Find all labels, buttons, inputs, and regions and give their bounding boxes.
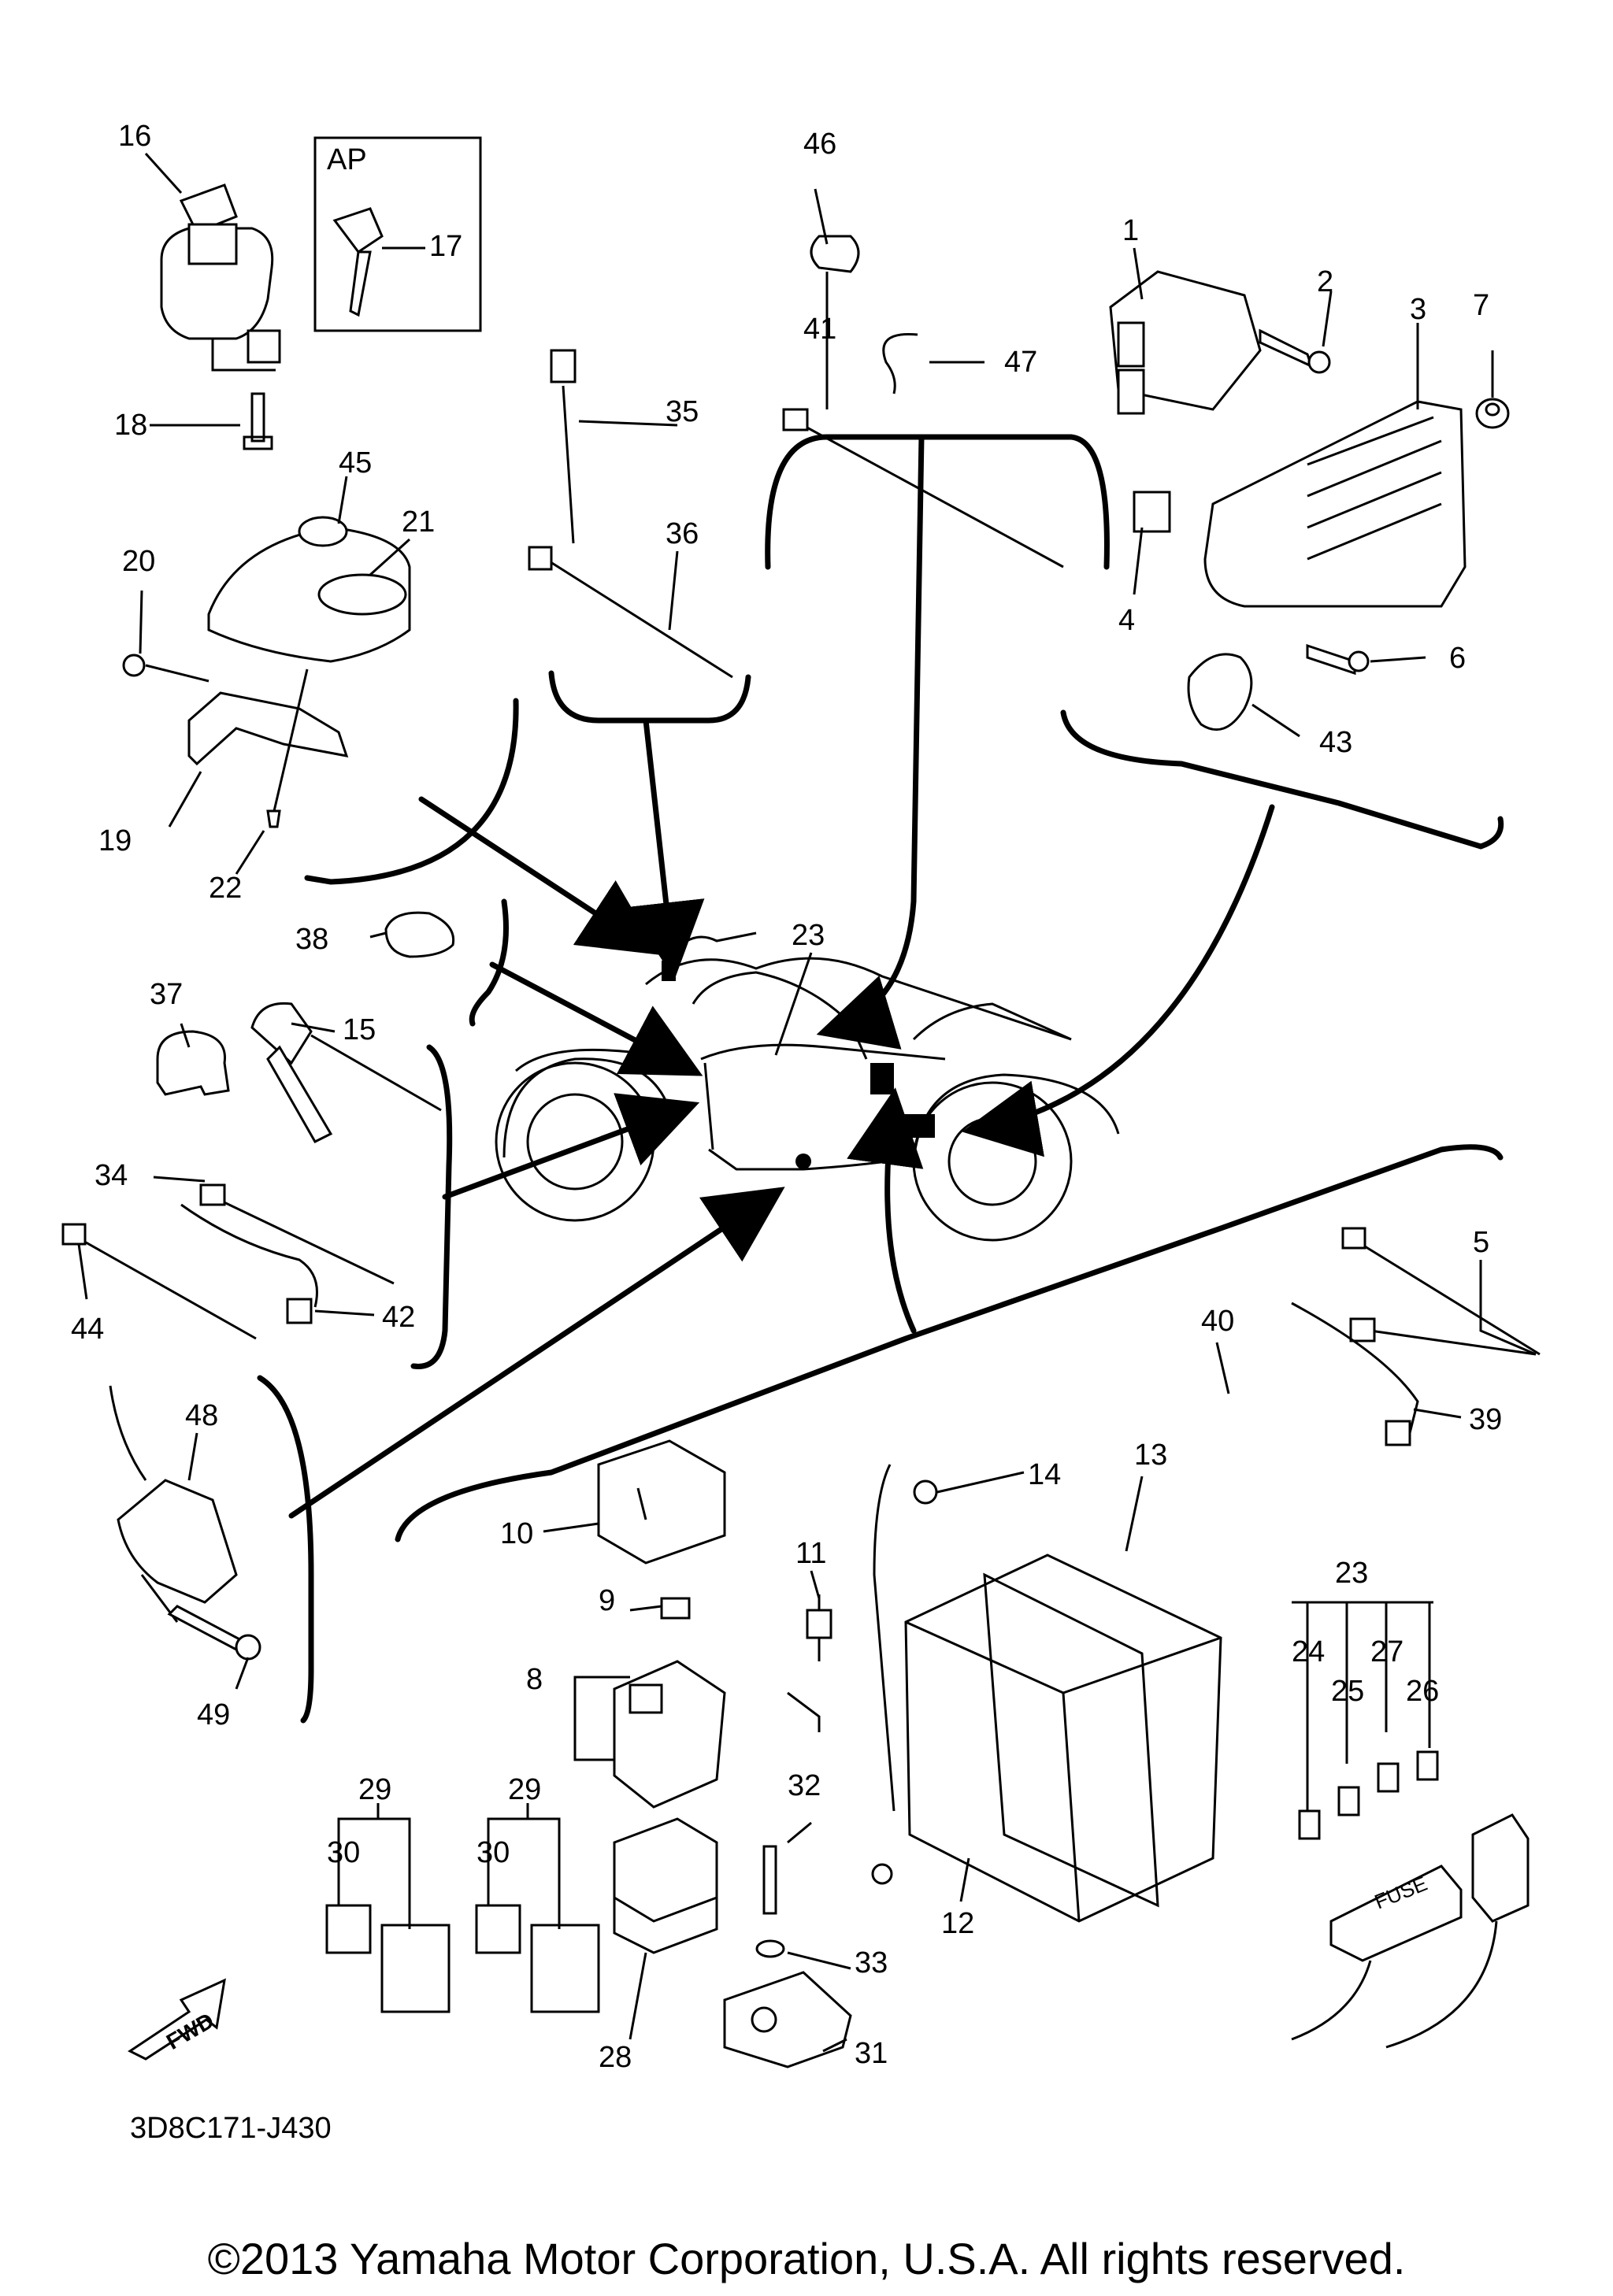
starter-relay-8 [613,1660,726,1809]
callout-37: 37 [150,978,183,1011]
bracket-ignition-group [304,698,519,885]
callout-5: 5 [1473,1226,1489,1259]
relay-28 [613,1817,718,1954]
callout-14: 14 [1028,1458,1061,1491]
bracket-clips-group [765,434,1110,570]
diagram-code: 3D8C171-J430 [130,2112,332,2145]
callout-9: 9 [599,1584,615,1617]
callout-40: 40 [1201,1305,1234,1338]
pump-48 [117,1479,238,1623]
clamp-38 [384,911,455,958]
callout-44: 44 [71,1313,104,1346]
key-cover [207,526,411,663]
callout-3: 3 [1410,293,1426,326]
callout-23-bike: 23 [792,919,825,952]
callout-26: 26 [1406,1675,1439,1708]
fwd-arrow [128,1978,226,2061]
callout-22: 22 [209,872,242,905]
callout-10: 10 [500,1517,533,1550]
callout-28: 28 [599,2041,632,2074]
callout-39: 39 [1469,1403,1502,1436]
callout-32: 32 [788,1769,821,1802]
callout-35: 35 [666,395,699,428]
callout-30-left: 30 [327,1836,360,1869]
bracket-sensor-group [469,898,509,1027]
callout-2: 2 [1317,265,1333,298]
main-switch [160,183,281,372]
callout-36: 36 [666,517,699,550]
callout-23-fuse: 23 [1335,1557,1368,1590]
callout-17: 17 [429,230,462,263]
key-inset [313,136,482,332]
callout-43: 43 [1319,726,1352,759]
sensor-31 [723,1971,852,2068]
callout-11: 11 [795,1537,826,1570]
rectifier-regulator [1109,270,1262,415]
relay-29-right [475,1904,600,2013]
bracket-rectifier-group [1060,709,1504,850]
battery-12 [904,1554,1222,1923]
callout-19: 19 [98,824,132,857]
callout-7: 7 [1473,289,1489,322]
bracket-19 [187,691,349,766]
callout-25: 25 [1331,1675,1364,1708]
callout-18: 18 [114,409,147,442]
cover-3 [1203,400,1467,608]
fuse-box [1291,1601,1530,2049]
callout-4: 4 [1118,604,1135,637]
bracket-fuel-group [257,1375,314,1724]
callout-labels: 16 AP 17 18 45 21 20 19 22 46 41 47 1 2 … [71,120,1502,2145]
callout-29-right: 29 [508,1773,541,1806]
callout-13: 13 [1134,1439,1167,1472]
callout-34: 34 [95,1159,128,1192]
callout-31: 31 [855,2037,888,2070]
callout-15: 15 [343,1013,376,1046]
callout-42: 42 [382,1301,415,1334]
bracket-electrical-group [395,1144,1504,1542]
sensor-15 [250,1002,442,1143]
relay-cover-10 [597,1439,726,1565]
label-4 [1133,491,1171,533]
callout-20: 20 [122,545,155,578]
callout-1: 1 [1122,214,1139,247]
callout-45: 45 [339,446,372,480]
callout-24: 24 [1292,1635,1325,1668]
band-35 [562,385,575,544]
callout-29-left: 29 [358,1773,391,1806]
callout-12: 12 [941,1907,974,1940]
clamp-37 [156,1030,230,1096]
inset-label: AP [327,143,367,176]
callout-49: 49 [197,1698,230,1731]
callout-46: 46 [803,128,836,161]
callout-41: 41 [803,313,836,346]
bolt-49 [167,1605,247,1651]
callout-6: 6 [1449,642,1466,675]
bracket-ties-group [548,670,751,724]
relay-29-left [325,1904,451,2013]
motorcycle-outline [495,931,1120,1242]
bracket-left-ties-group [410,1044,453,1369]
callout-leaders [77,152,1537,2053]
clamp-43 [1187,653,1253,731]
callout-16: 16 [118,120,151,153]
callout-27: 27 [1370,1635,1403,1668]
callout-48: 48 [185,1399,218,1432]
callout-47: 47 [1004,346,1037,379]
callout-8: 8 [526,1663,543,1696]
callout-21: 21 [402,505,435,539]
callout-33: 33 [855,1946,888,1979]
callout-38: 38 [295,923,328,956]
copyright-notice: ©2013 Yamaha Motor Corporation, U.S.A. A… [207,2234,1406,2283]
clamp-46 [810,235,860,273]
callout-30-right: 30 [476,1836,510,1869]
bolt-18 [243,392,273,450]
